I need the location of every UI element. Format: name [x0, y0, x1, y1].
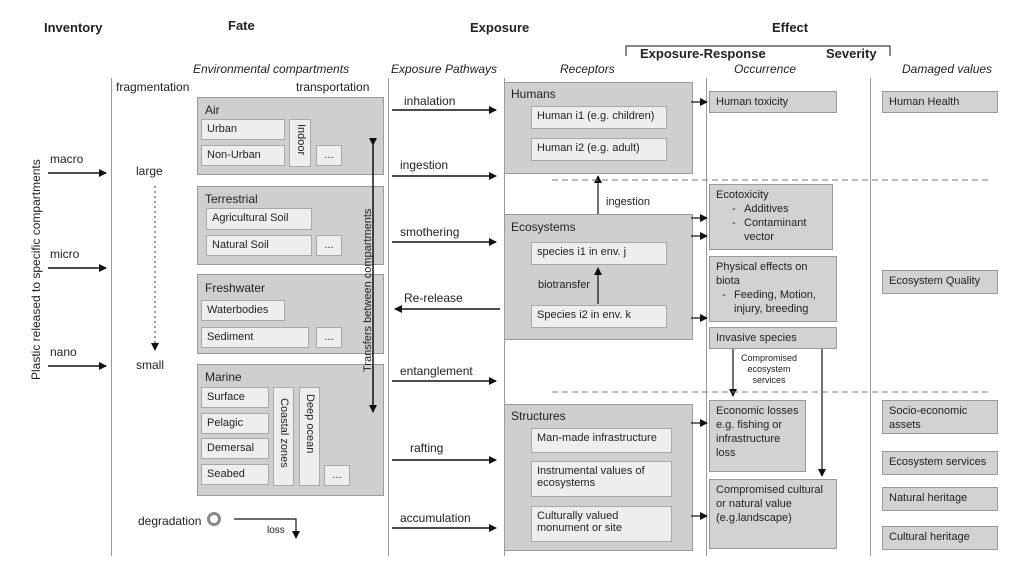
- exposure-pathways-subheader: Exposure Pathways: [391, 62, 498, 76]
- freshwater-title: Freshwater: [205, 281, 266, 295]
- occurrence-ecotoxicity: Ecotoxicity Additives Contaminant vector: [709, 184, 833, 250]
- freshwater-sediment: Sediment: [201, 327, 309, 348]
- pathway-entanglement: entanglement: [400, 364, 473, 378]
- marine-deep-ocean: Deep ocean: [304, 394, 316, 454]
- species-i1: species i1 in env. j: [531, 242, 667, 265]
- air-title: Air: [205, 103, 220, 117]
- damaged-values-subheader: Damaged values: [902, 62, 993, 76]
- human-i2: Human i2 (e.g. adult): [531, 138, 667, 161]
- air-more: ...: [316, 145, 342, 166]
- structures-title: Structures: [511, 409, 566, 423]
- pathway-smothering: smothering: [400, 225, 460, 239]
- structure-instrumental: Instrumental values of ecosystems: [531, 461, 672, 497]
- human-i1: Human i1 (e.g. children): [531, 106, 667, 129]
- damaged-human-health: Human Health: [882, 91, 998, 113]
- degradation-label: degradation: [138, 514, 202, 528]
- species-i2: Species i2 in env. k: [531, 305, 667, 328]
- fate-header: Fate: [228, 18, 255, 33]
- air-indoor-box: Indoor: [289, 119, 311, 167]
- exposure-response-header: Exposure-Response: [640, 46, 766, 61]
- terrestrial-more: ...: [316, 235, 342, 256]
- marine-coastal-box: Coastal zones: [273, 387, 294, 486]
- marine-deep-box: Deep ocean: [299, 387, 320, 486]
- marine-surface: Surface: [201, 387, 269, 408]
- degradation-cycle-icon: [207, 512, 221, 526]
- damaged-ecosystem-services: Ecosystem services: [882, 451, 998, 475]
- occurrence-human-toxicity: Human toxicity: [709, 91, 837, 113]
- marine-title: Marine: [205, 370, 242, 384]
- ecotoxicity-title: Ecotoxicity: [716, 189, 769, 201]
- column-divider: [388, 78, 389, 556]
- ecotoxicity-item: Additives: [732, 202, 826, 216]
- damaged-ecosystem-quality: Ecosystem Quality: [882, 270, 998, 294]
- exposure-header: Exposure: [470, 20, 530, 35]
- damaged-socio-economic: Socio-economic assets: [882, 400, 998, 434]
- pathway-re-release: Re-release: [404, 291, 463, 305]
- terrestrial-agricultural: Agricultural Soil: [206, 208, 312, 230]
- air-urban: Urban: [201, 119, 285, 140]
- pathway-ingestion: ingestion: [400, 158, 449, 172]
- physical-item: Feeding, Motion, injury, breeding: [722, 288, 830, 316]
- large-label: large: [136, 164, 163, 178]
- size-nano: nano: [50, 345, 77, 359]
- small-label: small: [136, 358, 165, 372]
- marine-more: ...: [324, 465, 350, 486]
- occurrence-cultural: Compromised cultural or natural value (e…: [709, 479, 837, 549]
- freshwater-more: ...: [316, 327, 342, 348]
- occurrence-invasive: Invasive species: [709, 327, 837, 349]
- column-divider: [870, 78, 871, 556]
- freshwater-waterbodies: Waterbodies: [201, 300, 285, 321]
- column-divider: [111, 78, 112, 556]
- receptors-subheader: Receptors: [560, 62, 615, 76]
- occurrence-economic: Economic losses e.g. fishing or infrastr…: [709, 400, 806, 472]
- marine-demersal: Demersal: [201, 438, 269, 459]
- effect-bracket: [625, 45, 891, 56]
- transportation-label: transportation: [296, 80, 370, 94]
- env-compartments-subheader: Environmental compartments: [193, 62, 350, 76]
- occurrence-subheader: Occurrence: [734, 62, 797, 76]
- damaged-natural-heritage: Natural heritage: [882, 487, 998, 511]
- pathway-accumulation: accumulation: [400, 511, 471, 525]
- effect-header: Effect: [772, 20, 809, 35]
- severity-header: Severity: [826, 46, 877, 61]
- occurrence-physical: Physical effects on biota Feeding, Motio…: [709, 256, 837, 322]
- loss-label: loss: [267, 525, 285, 536]
- biotransfer-label: biotransfer: [538, 279, 590, 291]
- terrestrial-natural: Natural Soil: [206, 235, 312, 256]
- pathway-inhalation: inhalation: [404, 94, 456, 108]
- air-indoor: Indoor: [295, 124, 307, 156]
- marine-coastal: Coastal zones: [278, 398, 290, 468]
- air-non-urban: Non-Urban: [201, 145, 285, 166]
- compromised-services-label: Compromised ecosystem services: [734, 353, 804, 386]
- physical-title: Physical effects on biota: [716, 261, 808, 287]
- marine-seabed: Seabed: [201, 464, 269, 485]
- ecosystems-title: Ecosystems: [511, 220, 576, 234]
- size-micro: micro: [50, 247, 80, 261]
- size-macro: macro: [50, 152, 84, 166]
- pathway-rafting: rafting: [410, 441, 444, 455]
- structure-cultural: Culturally valued monument or site: [531, 506, 672, 542]
- ecotoxicity-item: Contaminant vector: [732, 216, 826, 244]
- damaged-cultural-heritage: Cultural heritage: [882, 526, 998, 550]
- inventory-header: Inventory: [44, 20, 103, 35]
- fragmentation-label: fragmentation: [116, 80, 190, 94]
- terrestrial-title: Terrestrial: [205, 192, 258, 206]
- humans-title: Humans: [511, 87, 556, 101]
- ingestion-receptor-label: ingestion: [606, 196, 651, 208]
- marine-pelagic: Pelagic: [201, 413, 269, 434]
- loss-arrow: [234, 518, 300, 539]
- structure-infrastructure: Man-made infrastructure: [531, 428, 672, 453]
